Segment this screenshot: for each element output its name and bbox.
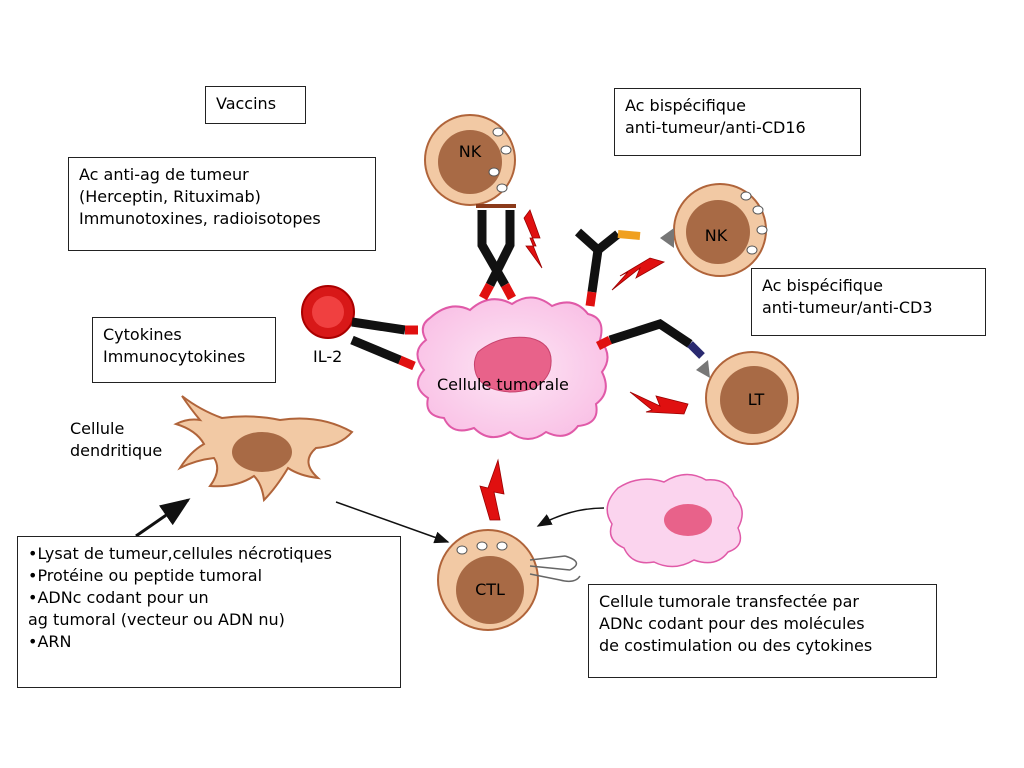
lt-cell	[696, 351, 799, 445]
cellule-tumorale-label: Cellule tumorale	[437, 375, 569, 394]
connector-arrows	[135, 498, 605, 544]
arrow-to-dendritic	[135, 498, 191, 538]
lt-label: LT	[747, 390, 765, 409]
il2-label: IL-2	[313, 347, 343, 366]
ctl-cell	[437, 529, 581, 631]
transfected-tumor-cell	[606, 473, 743, 568]
immunocytokine-antibody	[350, 317, 418, 371]
nk-cell-right	[660, 183, 768, 277]
arrow-dendritic-to-ctl	[335, 501, 450, 544]
nk-right-label: NK	[704, 226, 728, 245]
transfectee-box: Cellule tumorale transfectée par ADNc co…	[588, 584, 937, 678]
dendritic-cell	[173, 395, 354, 503]
nk-cell-top	[424, 114, 516, 206]
bispecific-anti-cd16-antibody	[574, 228, 641, 307]
vaccins-box: Vaccins	[205, 86, 306, 124]
attack-arrow-lt	[629, 391, 689, 415]
il2-molecule	[301, 285, 355, 339]
attack-arrow-nk-top	[523, 209, 543, 269]
anti-tumor-antibody-top	[476, 204, 516, 301]
ac-anti-ag-box: Ac anti-ag de tumeur (Herceptin, Rituxim…	[68, 157, 376, 251]
ctl-label: CTL	[475, 580, 505, 599]
bispecific-anti-cd3-antibody	[595, 319, 705, 359]
cellule-dendritique-label: Cellule dendritique	[70, 419, 163, 460]
attack-arrow-ctl	[479, 458, 505, 521]
bispecifique-cd16-box: Ac bispécifique anti-tumeur/anti-CD16	[614, 88, 861, 156]
nk-top-label: NK	[458, 142, 482, 161]
cytokines-box: Cytokines Immunocytokines	[92, 317, 276, 383]
vaccine-list-box: •Lysat de tumeur,cellules nécrotiques •P…	[17, 536, 401, 688]
tumor-cell-central	[416, 296, 609, 440]
attack-arrow-nk-right	[611, 257, 666, 291]
bispecifique-cd3-box: Ac bispécifique anti-tumeur/anti-CD3	[751, 268, 986, 336]
attack-arrows	[479, 209, 689, 521]
arrow-transfected-to-ctl	[536, 507, 605, 527]
